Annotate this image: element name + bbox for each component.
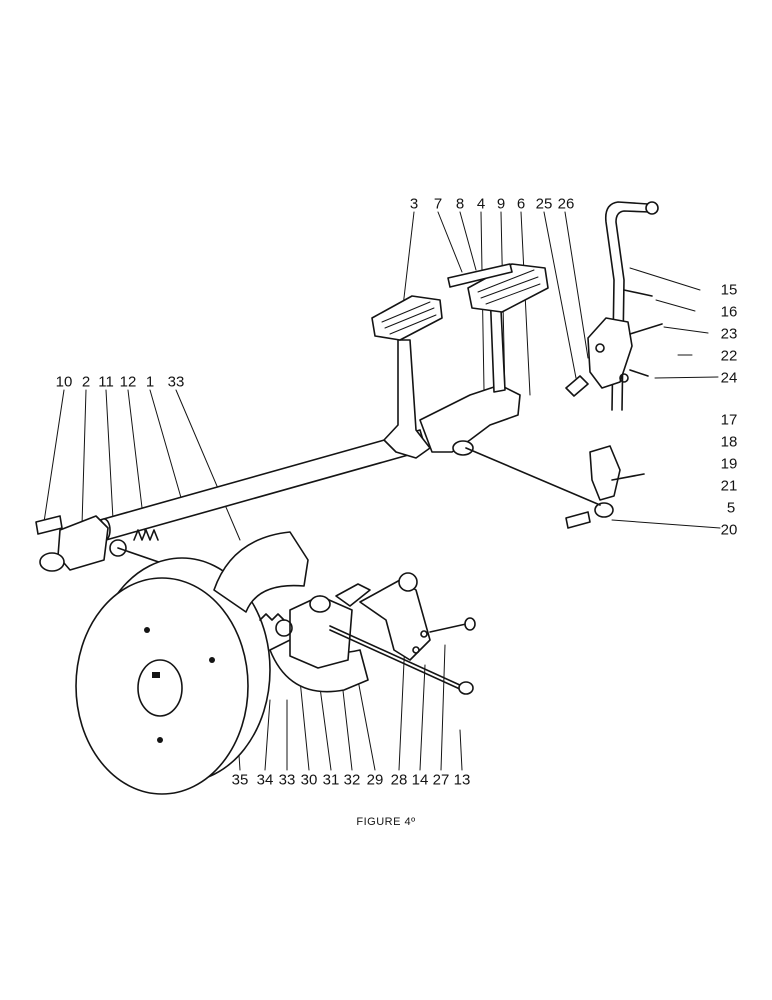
- part-number: 26: [557, 195, 575, 213]
- part-number: 32: [343, 771, 361, 789]
- part-number: 22: [720, 347, 738, 365]
- part-number: 20: [720, 521, 738, 539]
- part-number: 19: [720, 455, 738, 473]
- actuating-lever: [309, 572, 476, 695]
- hand-lever: [465, 201, 663, 529]
- brake-drum: [75, 557, 271, 795]
- part-number: 17: [720, 411, 738, 429]
- part-number: 7: [433, 195, 443, 213]
- left-lever-assembly: [35, 515, 241, 591]
- part-number: 23: [720, 325, 738, 343]
- part-number: 33: [278, 771, 296, 789]
- pedal-pads: [371, 263, 549, 341]
- part-number: 18: [720, 433, 738, 451]
- part-number: 8: [455, 195, 465, 213]
- part-number: 24: [720, 369, 738, 387]
- part-number: 28: [390, 771, 408, 789]
- part-number: 15: [720, 281, 738, 299]
- part-number: 21: [720, 477, 738, 495]
- part-number: 11: [98, 373, 114, 391]
- part-number: 33: [167, 373, 185, 391]
- part-number: 14: [411, 771, 429, 789]
- part-number: 27: [432, 771, 450, 789]
- part-number: 5: [726, 499, 736, 517]
- part-number: 34: [256, 771, 274, 789]
- brake-shoes: [213, 531, 369, 693]
- pedal-levers: [383, 289, 521, 459]
- part-number: 1: [145, 373, 155, 391]
- part-number: 9: [496, 195, 506, 213]
- part-number: 2: [81, 373, 91, 391]
- part-number: 29: [366, 771, 384, 789]
- part-number: 10: [55, 373, 73, 391]
- part-number: 12: [119, 373, 137, 391]
- part-number: 6: [516, 195, 526, 213]
- part-number: 35: [231, 771, 249, 789]
- part-number: 30: [300, 771, 318, 789]
- part-number: 13: [453, 771, 471, 789]
- part-number: 4: [476, 195, 486, 213]
- part-number: 16: [720, 303, 738, 321]
- leader-lines: [43, 211, 721, 771]
- figure-caption: FIGURE 4º: [356, 816, 416, 828]
- part-number: 25: [535, 195, 553, 213]
- cross-shaft: [97, 429, 427, 542]
- part-number: 31: [322, 771, 340, 789]
- part-number: 3: [409, 195, 419, 213]
